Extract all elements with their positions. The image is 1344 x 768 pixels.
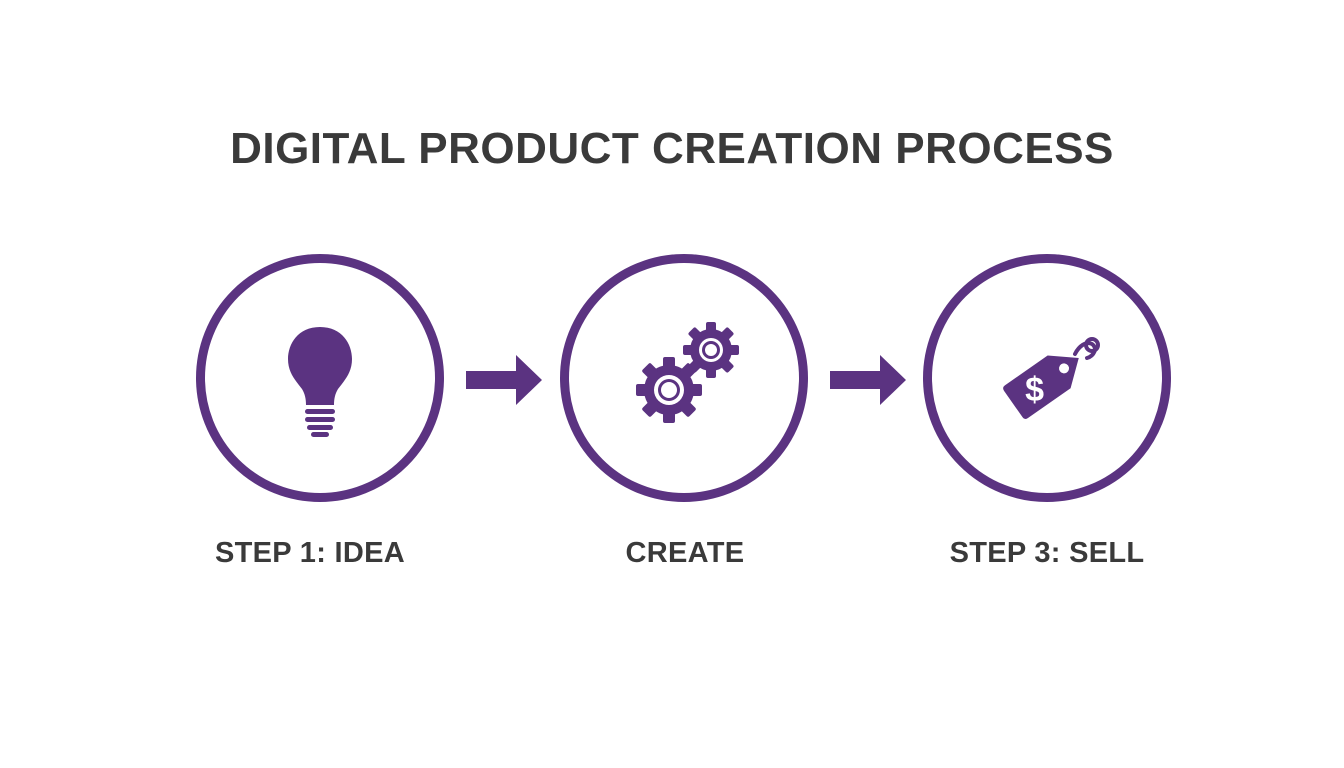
gears-icon: [619, 313, 749, 443]
arrow-right-icon: [830, 355, 906, 405]
step-3-circle: $: [923, 254, 1171, 502]
step-2-label: CREATE: [625, 537, 745, 569]
diagram-title: DIGITAL PRODUCT CREATION PROCESS: [230, 124, 1114, 173]
step-1-label: STEP 1: IDEA: [214, 537, 405, 569]
step-3-label: STEP 3: SELL: [949, 537, 1145, 569]
step-1-circle: [196, 254, 444, 502]
arrow-right-icon: [466, 355, 542, 405]
lightbulb-icon: [255, 313, 385, 443]
step-2-circle: [560, 254, 808, 502]
dollar-symbol: $: [1025, 371, 1044, 409]
price-tag-icon: $: [982, 313, 1112, 443]
